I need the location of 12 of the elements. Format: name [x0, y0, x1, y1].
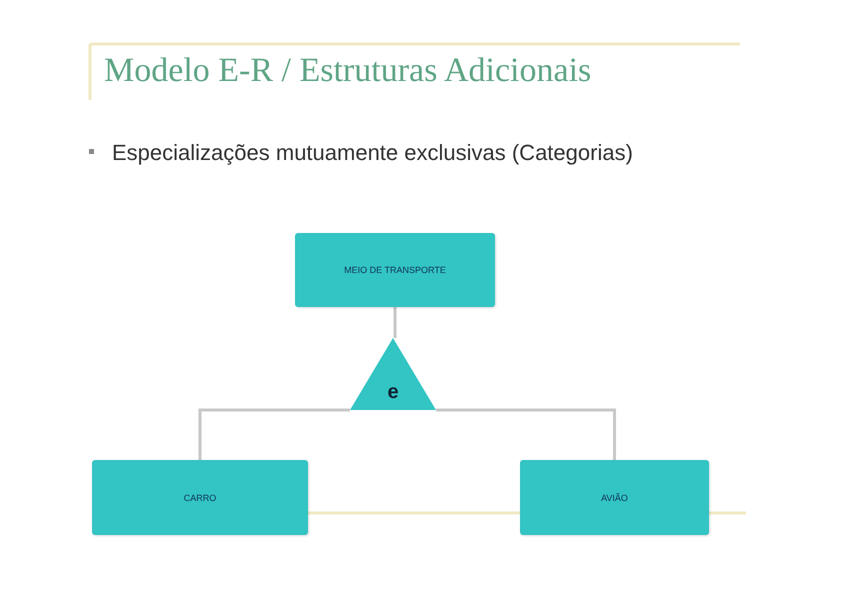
category-symbol: e	[387, 382, 399, 402]
entity-name: CARRO	[184, 492, 216, 502]
bullet-text: Especializações mutuamente exclusivas (Categorias)	[112, 139, 634, 167]
connector-line	[394, 307, 396, 338]
entity-name: AVIÃO	[601, 492, 628, 502]
connector-line	[436, 408, 616, 460]
slide-title: Modelo E-R / Estruturas Adicionais	[104, 52, 592, 90]
entity-box	[92, 460, 308, 535]
entity-box	[295, 233, 495, 307]
connector-line	[198, 408, 350, 460]
entity-name: MEIO DE TRANSPORTE	[344, 265, 446, 275]
entity-box	[520, 460, 709, 535]
